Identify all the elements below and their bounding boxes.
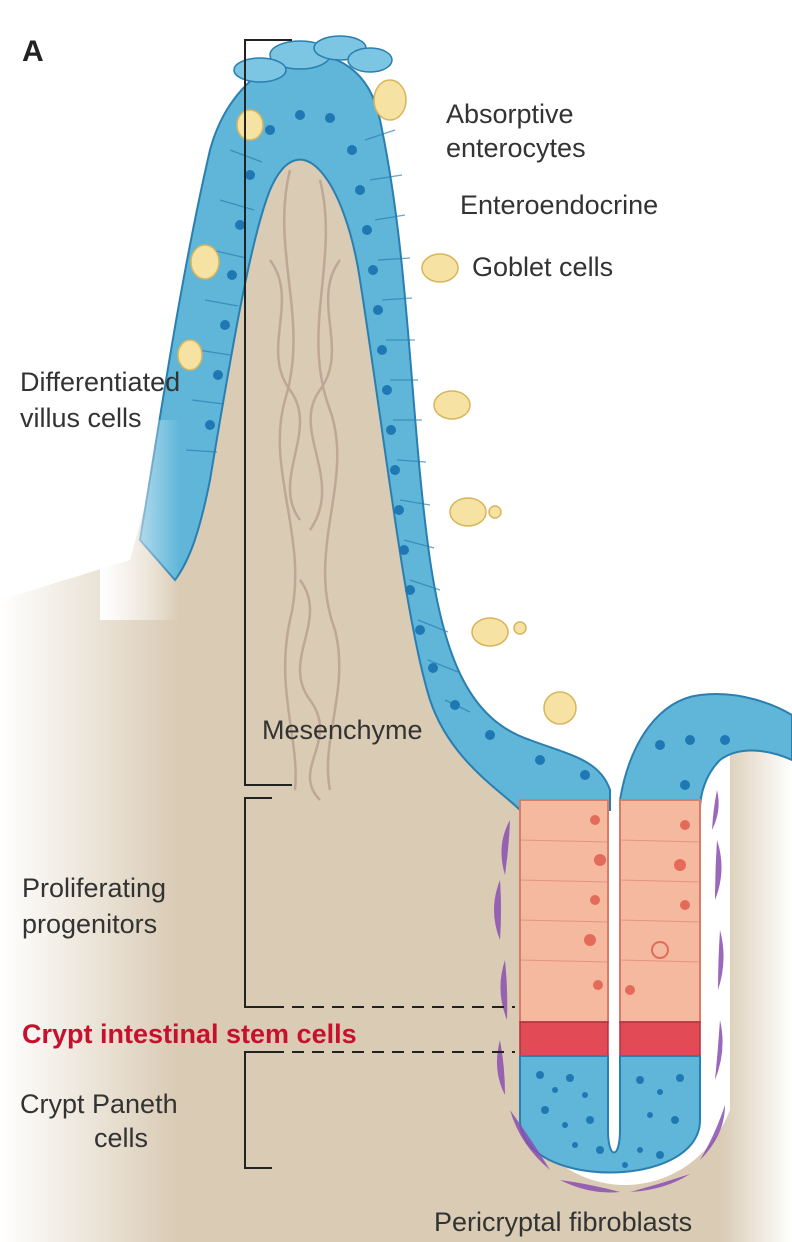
- panel-label: A: [22, 36, 44, 68]
- label-differentiated-line2: villus cells: [20, 402, 142, 434]
- label-absorptive-line2: enterocytes: [446, 132, 586, 164]
- right-fade: [720, 700, 792, 1242]
- progenitor-zone: [520, 800, 700, 1022]
- crypt-base: [520, 1056, 700, 1173]
- label-proliferating-line2: progenitors: [22, 908, 157, 940]
- label-enteroendocrine: Enteroendocrine: [460, 189, 658, 221]
- label-paneth-line1: Crypt Paneth: [20, 1088, 178, 1120]
- label-absorptive-line1: Absorptive: [446, 98, 574, 130]
- label-fibroblasts: Pericryptal fibroblasts: [434, 1206, 692, 1238]
- epithelium-fade: [100, 420, 180, 620]
- stem-cell-zone-left: [520, 1022, 608, 1056]
- label-paneth-line2: cells: [94, 1122, 148, 1154]
- label-stem-cells: Crypt intestinal stem cells: [22, 1018, 357, 1050]
- label-differentiated-line1: Differentiated: [20, 366, 180, 398]
- label-proliferating-line1: Proliferating: [22, 872, 166, 904]
- label-mesenchyme: Mesenchyme: [262, 714, 423, 746]
- stem-cell-zone-right: [620, 1022, 700, 1056]
- label-goblet: Goblet cells: [472, 251, 613, 283]
